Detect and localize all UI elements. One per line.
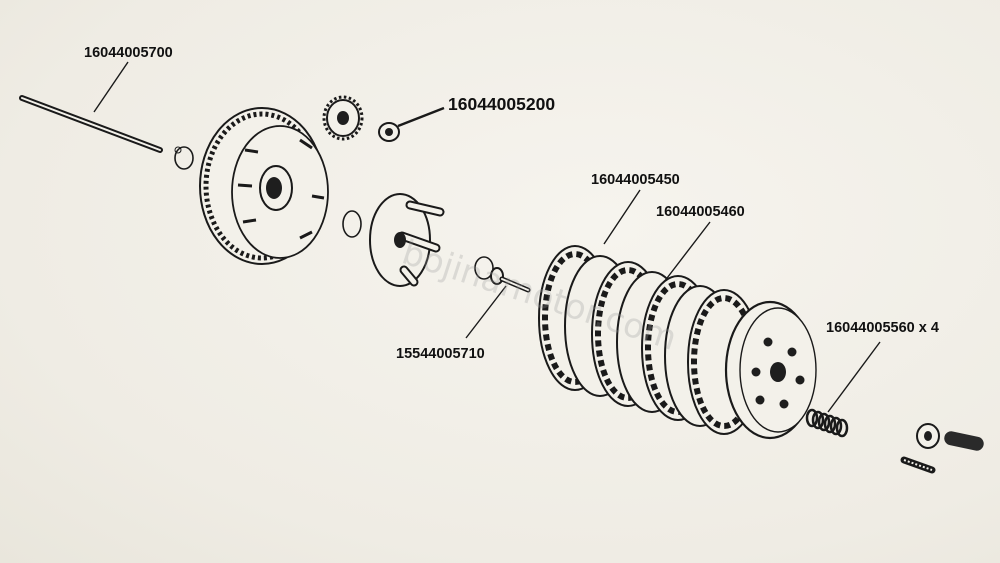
leader-nut [397, 106, 445, 128]
label-spring: 16044005560 x 4 [826, 320, 939, 336]
plate-stack [538, 245, 761, 435]
label-nut: 16044005200 [448, 94, 555, 114]
adjuster-screw [900, 456, 936, 474]
label-washer: 15544005710 [396, 346, 485, 362]
nut [378, 122, 400, 142]
clutch-spring [805, 408, 849, 438]
leader-lines [93, 61, 881, 413]
washer-left [174, 146, 194, 170]
leader-washer [465, 285, 507, 339]
label-pushrod: 16044005700 [84, 45, 173, 61]
adjuster-nut [916, 423, 984, 451]
label-friction-plate: 16044005450 [591, 172, 680, 188]
pinion-gear [322, 95, 364, 141]
spacer-washer [474, 256, 531, 293]
label-steel-plate: 16044005460 [656, 204, 745, 220]
washer-middle [342, 210, 362, 238]
pressure-plate [724, 300, 817, 440]
clutch-hub [369, 193, 445, 287]
leader-pushrod [93, 61, 129, 113]
pushrod [19, 95, 182, 154]
clutch-basket [199, 107, 329, 265]
leader-spring [827, 341, 881, 413]
leader-friction-plate [603, 189, 641, 245]
leader-steel-plate [663, 221, 711, 283]
